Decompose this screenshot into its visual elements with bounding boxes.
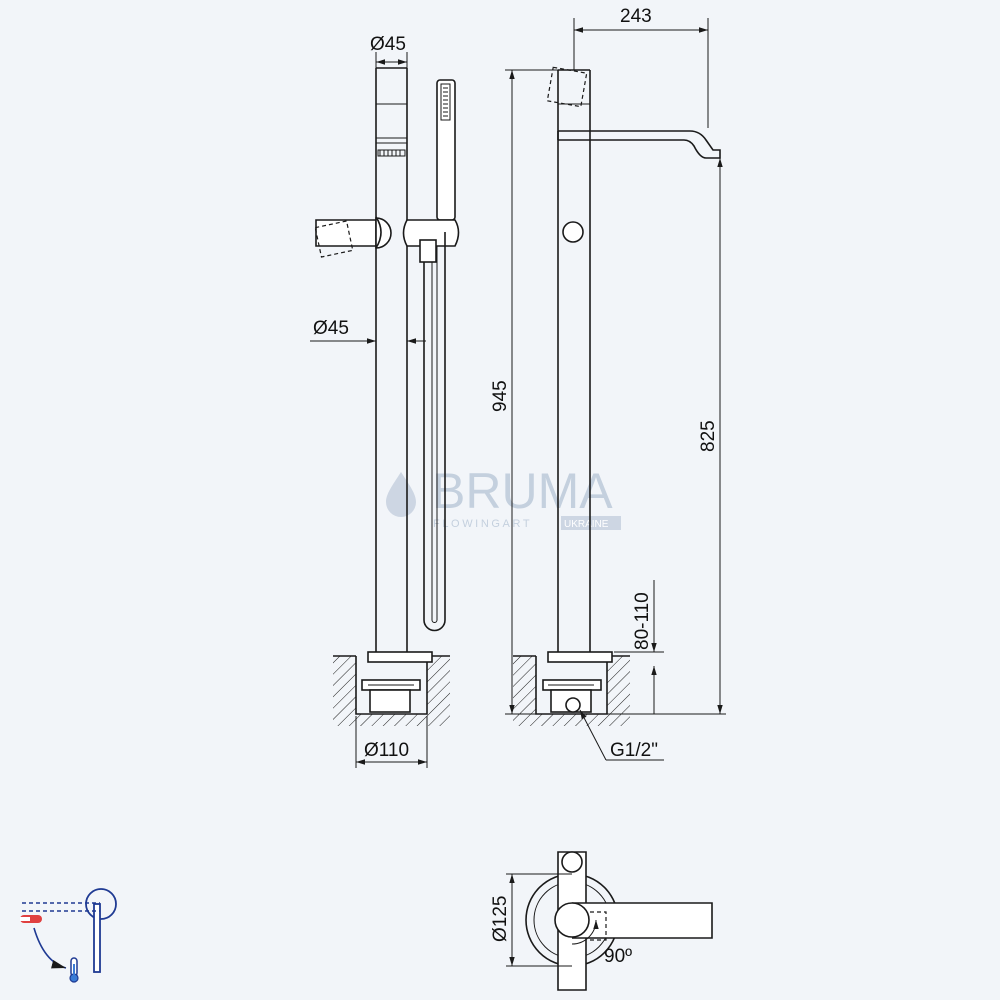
dim-body-diameter: Ø45 <box>313 318 349 339</box>
watermark: BRUMA FLOWINGART UKRAINE <box>386 463 621 530</box>
front-view <box>314 67 460 726</box>
dim-total-height: 945 <box>490 380 511 412</box>
front-dimensions: Ø45 Ø45 Ø110 <box>310 34 428 768</box>
dim-plan-diameter: Ø125 <box>490 896 511 942</box>
dim-connection: G1/2" <box>610 740 658 761</box>
dim-install-depth: 80-110 <box>632 592 653 650</box>
dim-spout-height: 825 <box>698 420 719 452</box>
dim-top-diameter: Ø45 <box>370 34 406 55</box>
dim-handle-angle: 90º <box>604 946 632 967</box>
watermark-region-badge <box>561 516 621 530</box>
dim-spout-reach: 243 <box>620 6 652 27</box>
side-dimensions: 243 945 825 80-110 G1/2" <box>490 6 726 761</box>
watermark-tagline: FLOWINGART <box>433 518 532 530</box>
drop-logo-icon <box>386 472 416 517</box>
shower-nozzle-dots <box>443 87 448 117</box>
thermometer-icon <box>69 957 79 983</box>
watermark-brand: BRUMA <box>432 463 613 519</box>
dim-base-diameter: Ø110 <box>364 740 409 761</box>
side-view <box>513 66 721 726</box>
watermark-region: UKRAINE <box>564 519 609 530</box>
mixer-temperature-icon <box>20 888 117 983</box>
plan-view: 90º Ø125 <box>490 851 713 991</box>
